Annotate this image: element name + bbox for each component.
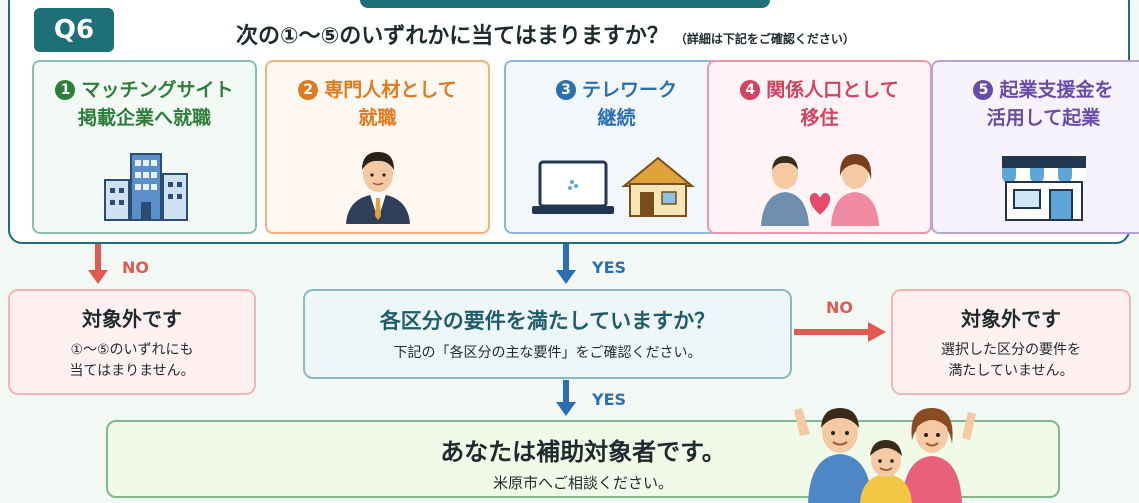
yes-arrow-top — [556, 244, 576, 284]
yes-label-top: YES — [592, 258, 627, 277]
question-note: （詳細は下記をご確認ください） — [674, 32, 855, 46]
option-number-1: 1 — [55, 80, 76, 100]
laptop-house-icon — [531, 156, 695, 217]
not-eligible-title-2: 対象外です — [961, 307, 1061, 331]
storefront-icon — [1001, 156, 1086, 221]
option-number-2: 2 — [298, 80, 319, 100]
no-arrow-left — [88, 244, 108, 284]
businessman-icon — [345, 152, 410, 224]
family-illustration-icon — [794, 408, 976, 503]
question-main: 次の①～⑤のいずれかに当てはまりますか？ — [236, 24, 669, 49]
requirement-desc: 下記の「各区分の主な要件」をご確認ください。 — [393, 345, 702, 361]
requirement-title: 各区分の要件を満たしていますか？ — [379, 309, 716, 333]
no-label-right: NO — [826, 298, 853, 317]
option-number-3: 3 — [555, 80, 576, 100]
result-title: あなたは補助対象者です。 — [440, 438, 726, 466]
not-eligible-box-1: 対象外です ①～⑤のいずれにも 当てはまりません。 — [8, 289, 256, 395]
no-label-left: NO — [122, 258, 149, 277]
yes-arrow-bottom — [556, 380, 576, 416]
not-eligible-box-2: 対象外です 選択した区分の要件を 満たしていません。 — [891, 289, 1131, 395]
result-desc: 米原市へご相談ください。 — [492, 474, 673, 492]
question-text: 次の①～⑤のいずれかに当てはまりますか？ （詳細は下記をご確認ください） — [236, 18, 855, 50]
yes-label-bottom: YES — [592, 390, 627, 409]
requirement-box: 各区分の要件を満たしていますか？ 下記の「各区分の主な要件」をご確認ください。 — [303, 289, 792, 379]
not-eligible-title-1: 対象外です — [82, 307, 182, 331]
couple-heart-icon — [760, 154, 879, 226]
not-eligible-desc-2: 選択した区分の要件を 満たしていません。 — [941, 342, 1081, 379]
question-header-bar — [360, 0, 770, 8]
option-number-5: 5 — [973, 80, 994, 100]
office-buildings-icon — [103, 153, 188, 221]
option-number-4: 4 — [740, 80, 761, 100]
no-arrow-right — [794, 322, 886, 342]
not-eligible-desc-1: ①～⑤のいずれにも 当てはまりません。 — [69, 342, 195, 379]
question-badge: Q6 — [34, 8, 114, 52]
